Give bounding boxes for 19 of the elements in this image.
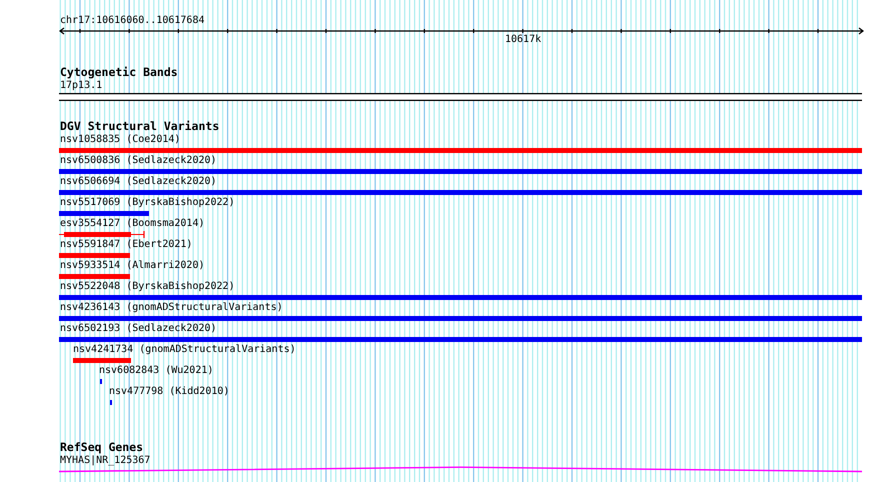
track-title: DGV Structural Variants bbox=[60, 120, 220, 133]
feature-label: nsv5522048 (ByrskaBishop2022) bbox=[60, 281, 235, 293]
feature-label: nsv6500836 (Sedlazeck2020) bbox=[60, 155, 217, 167]
feature-label: nsv6502193 (Sedlazeck2020) bbox=[60, 323, 217, 335]
location-label: chr17:10616060..10617684 bbox=[60, 15, 204, 27]
gene-label: MYHAS|NR_125367 bbox=[60, 455, 150, 467]
feature-label: nsv1058835 (Coe2014) bbox=[60, 134, 180, 146]
feature-label: nsv5933514 (Almarri2020) bbox=[60, 260, 204, 272]
feature-label: nsv5517069 (ByrskaBishop2022) bbox=[60, 197, 235, 209]
feature-label: nsv5591847 (Ebert2021) bbox=[60, 239, 192, 251]
feature-label: nsv4241734 (gnomADStructuralVariants) bbox=[73, 344, 296, 356]
tick-label: 10617k bbox=[505, 34, 542, 46]
feature-label: esv3554127 (Boomsma2014) bbox=[60, 218, 204, 230]
feature-label: nsv6506694 (Sedlazeck2020) bbox=[60, 176, 217, 188]
feature-label: nsv6082843 (Wu2021) bbox=[99, 365, 214, 377]
feature-label: nsv477798 (Kidd2010) bbox=[109, 386, 230, 398]
band-label: 17p13.1 bbox=[60, 80, 102, 92]
track-title: Cytogenetic Bands bbox=[60, 66, 178, 79]
feature-label: nsv4236143 (gnomADStructuralVariants) bbox=[60, 302, 283, 314]
